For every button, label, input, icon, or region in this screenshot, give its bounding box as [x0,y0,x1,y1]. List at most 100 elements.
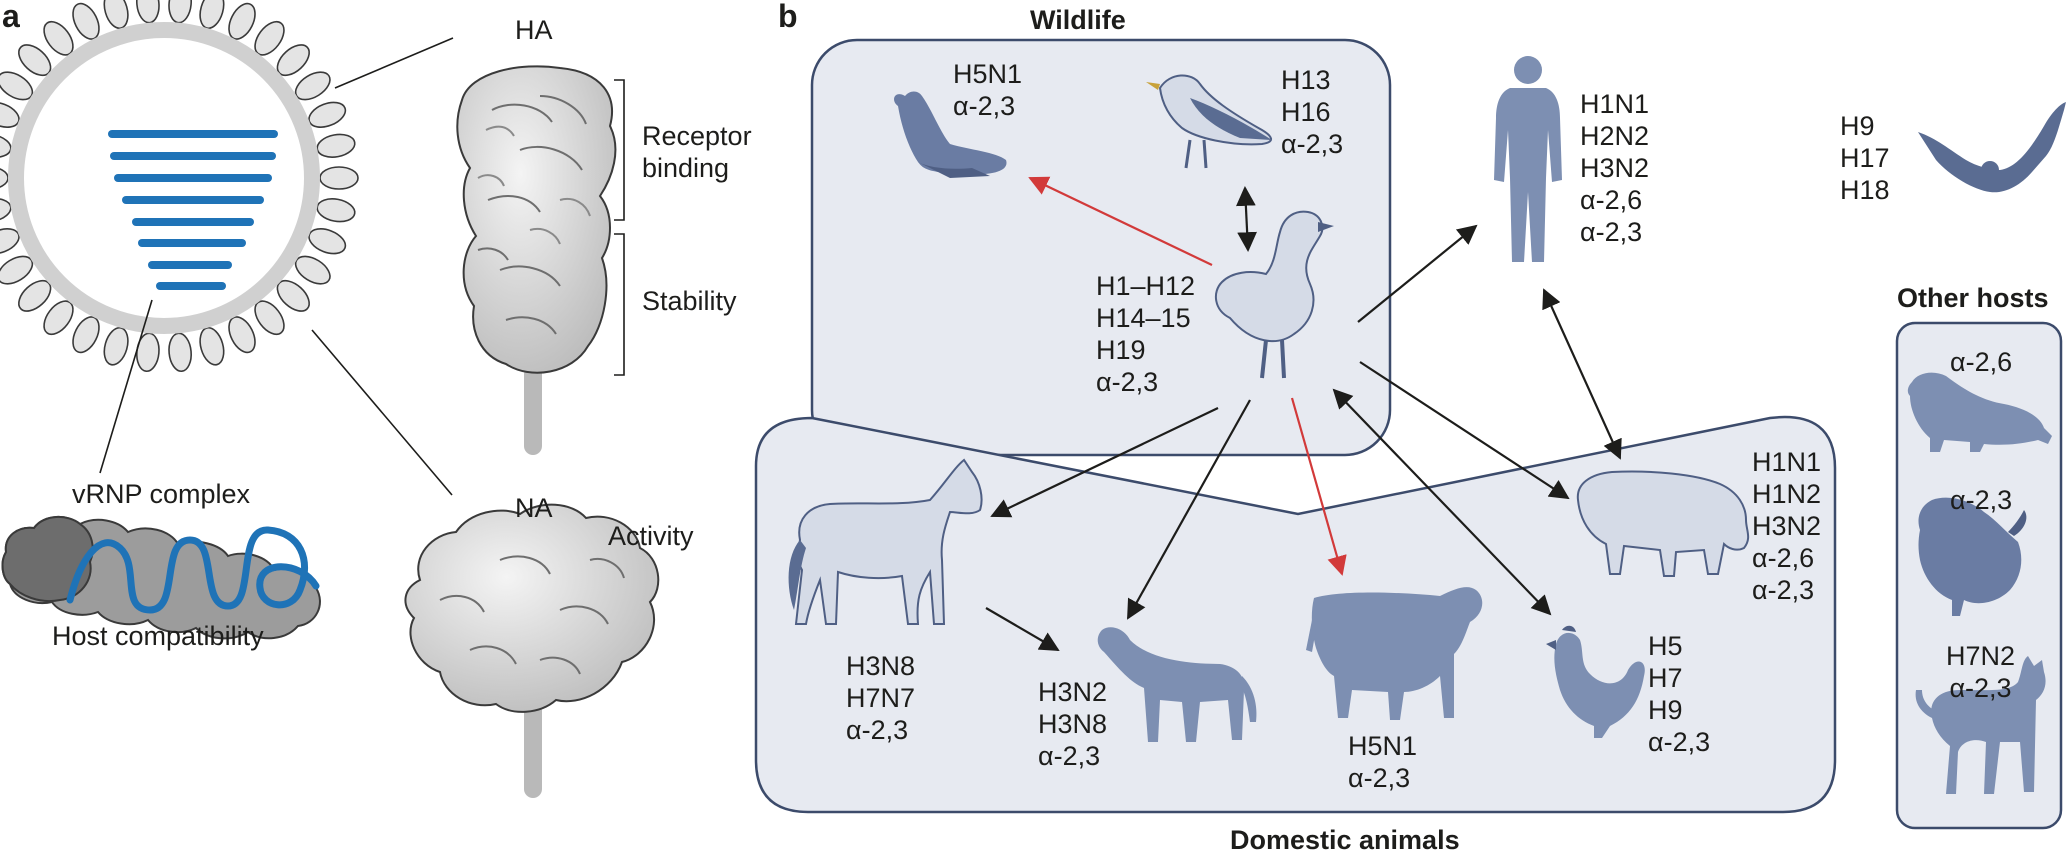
leader-lines [99,37,454,496]
arrow-duck-to-human [1357,224,1478,323]
dog-icon [1097,627,1257,742]
activity-label: Activity [608,521,694,551]
ha-stalk [524,365,542,455]
rna-segments [108,130,278,290]
ha-region-brackets [614,79,625,376]
chicken-subtype-3: α-2,3 [1648,727,1711,757]
glycoprotein-spike [103,0,129,30]
human-icon [1494,56,1562,262]
receptor-binding-label: Receptor binding [642,120,752,184]
chicken-subtype-2: H9 [1648,695,1683,725]
arrow-duck-gull [1235,186,1258,252]
stability-label: Stability [642,286,737,316]
glycoprotein-spike [316,198,356,223]
human-subtype-3: α-2,6 [1580,185,1643,215]
arrow-duck-to-pig [1359,361,1570,500]
bat-subtype-1: H17 [1840,143,1890,173]
dog-subtypes: H3N2 H3N8 α-2,3 [1038,676,1107,772]
arrow-human-pig [1542,288,1622,460]
cow-subtypes: H5N1 α-2,3 [1348,730,1417,794]
human-subtype-1: H2N2 [1580,121,1650,151]
human-subtype-2: H3N2 [1580,153,1650,183]
pig-subtype-0: H1N1 [1752,447,1822,477]
arrow-duck-to-cow [1290,397,1347,576]
cow-subtype-0: H5N1 [1348,731,1418,761]
glycoprotein-spike [254,20,285,56]
transmission-arrows [985,176,1622,651]
duck-subtype-2: H19 [1096,335,1146,365]
chicken-subtype-1: H7 [1648,663,1683,693]
virion [0,0,359,373]
duck-subtypes: H1–H12 H14–15 H19 α-2,3 [1096,270,1195,398]
chicken-subtype-0: H5 [1648,631,1683,661]
glycoprotein-spike [0,101,20,128]
bat-subtype-0: H9 [1840,111,1875,141]
receptor-binding-line-2: binding [642,153,730,183]
domestic-animals-title: Domestic animals [1230,825,1460,855]
arrow-duck-to-dog [1127,399,1251,620]
cat-icon [1915,656,2046,794]
pig-subtypes: H1N1 H1N2 H3N2 α-2,6 α-2,3 [1752,446,1821,606]
dog-subtype-0: H3N2 [1038,677,1108,707]
dog-subtype-1: H3N8 [1038,709,1108,739]
ferret-subtypes: α-2,6 [1950,347,2013,377]
other-hosts-title: Other hosts [1897,283,2049,313]
glycoprotein-spike [319,166,359,190]
glycoprotein-spike [168,332,192,373]
glycoprotein-spike [168,0,192,24]
surface-glycoprotein-spikes [0,0,359,373]
arrow-duck-chicken [1332,388,1552,616]
cat-subtype-0: H7N2 [1946,641,2016,671]
glycoprotein-spike [199,326,225,366]
glycoprotein-spike [0,228,20,255]
cat-subtype-1: α-2,3 [1949,673,2012,703]
gull-subtypes: H13 H16 α-2,3 [1281,64,1343,160]
duck-subtype-1: H14–15 [1096,303,1191,333]
na-label: NA [515,493,553,523]
na-stalk [524,700,542,798]
host-compatibility-label: Host compatibility [52,621,264,651]
chicken-subtypes: H5 H7 H9 α-2,3 [1648,630,1710,758]
gull-icon [1146,74,1272,169]
cat-subtypes: H7N2 α-2,3 [1946,640,2015,704]
vrnp-complex-illustration [1,516,321,640]
glycoprotein-spike [136,0,160,24]
panel-b-label: b [778,0,798,34]
glycoprotein-spike [72,316,100,354]
horse-subtype-1: H7N7 [846,683,916,713]
horse-subtypes: H3N8 H7N7 α-2,3 [846,650,915,746]
glycoprotein-spike [0,166,9,190]
sealion-subtype-1: α-2,3 [953,91,1016,121]
arrow-duck-to-sealion [1028,176,1213,266]
human-subtype-4: α-2,3 [1580,217,1643,247]
glycoprotein-spike [308,228,347,255]
cow-icon [1306,587,1483,720]
pig-subtype-3: α-2,6 [1752,543,1815,573]
glycoprotein-spike [43,300,74,336]
bat-icon [1918,102,2066,193]
gull-subtype-1: H16 [1281,97,1331,127]
turkey-icon [1918,497,2027,616]
receptor-binding-line-1: Receptor [642,121,752,151]
sealion-subtype-0: H5N1 [953,59,1023,89]
panel-a-label: a [2,0,20,34]
glycoprotein-spike [103,326,129,366]
pig-subtype-4: α-2,3 [1752,575,1815,605]
ha-protein-illustration [456,65,617,455]
pig-subtype-2: H3N2 [1752,511,1822,541]
sea-lion-icon [894,91,1007,178]
gull-subtype-0: H13 [1281,65,1331,95]
pig-icon [1576,470,1750,577]
ha-label: HA [515,15,553,45]
glycoprotein-spike [308,101,347,128]
duck-subtype-3: α-2,3 [1096,367,1159,397]
bat-subtype-2: H18 [1840,175,1890,205]
glycoprotein-spike [72,2,100,40]
ferret-icon [1907,372,2052,452]
human-subtypes: H1N1 H2N2 H3N2 α-2,6 α-2,3 [1580,88,1649,248]
arrow-horse-to-dog [985,607,1060,651]
chicken-icon [1546,625,1645,738]
glycoprotein-spike [43,20,74,56]
wildlife-title: Wildlife [1030,5,1126,35]
